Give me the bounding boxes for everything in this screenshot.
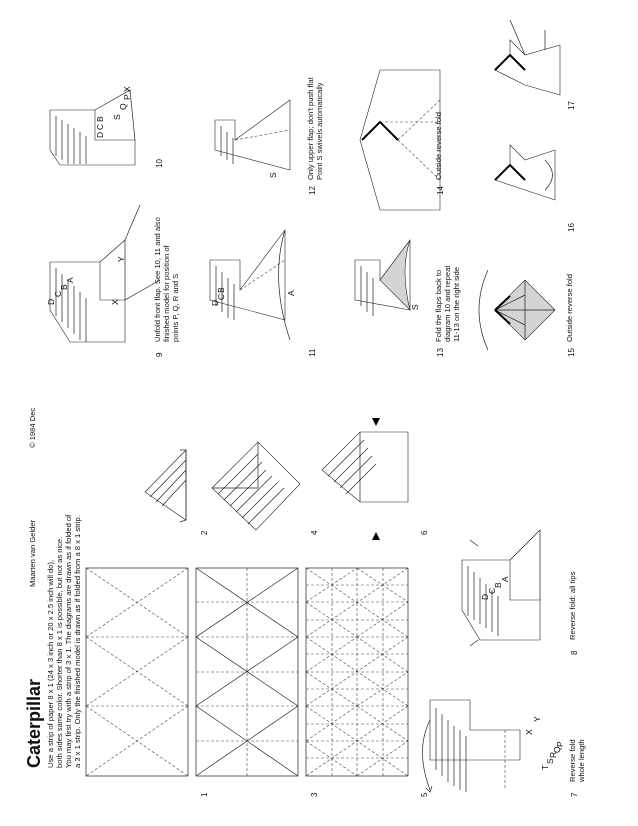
label-D-10: D	[95, 131, 105, 138]
label-S-13: S	[410, 304, 420, 310]
caption-9-line-3: points P, Q, R and S	[171, 273, 180, 342]
diagram-step-4	[211, 441, 301, 531]
caption-step-14: Outside reverse fold	[434, 112, 443, 180]
caption-13-line-1: Fold the flaps back to	[434, 269, 443, 342]
label-C-9: C	[53, 290, 63, 297]
step-number-14: 14	[436, 186, 445, 195]
label-C: C	[487, 587, 497, 594]
caption-step-12: Only upper flap; don't push flat Point S…	[306, 77, 324, 180]
crease-strip-2	[195, 567, 299, 777]
caption-step-7: Reverse fold whole length	[568, 739, 586, 782]
label-B-10: B	[95, 116, 105, 122]
label-T: T	[540, 764, 550, 770]
diagram-step-14	[359, 69, 441, 211]
label-P: P	[555, 741, 565, 747]
diagram-step-15	[478, 269, 556, 351]
step-number-13: 13	[436, 348, 445, 357]
label-B-11: B	[216, 287, 226, 293]
label-A: A	[500, 576, 510, 582]
caption-step-9: Unfold front flap. See 10, 11 and also f…	[153, 217, 180, 342]
label-D-11: D	[210, 299, 220, 306]
diagram-step-7	[422, 699, 521, 793]
label-X-9: X	[110, 299, 120, 305]
label-D: D	[480, 593, 490, 600]
step-number-11: 11	[308, 348, 317, 357]
diagram-step-11	[209, 229, 291, 341]
step-number-7: 7	[570, 792, 579, 797]
caption-13-line-2: diagram 10 and repeat	[443, 265, 452, 342]
label-Q: Q	[552, 746, 562, 753]
diagram-step-9	[49, 204, 161, 343]
step-number-17: 17	[567, 101, 576, 110]
caption-9-line-2: finished model for position of	[162, 245, 171, 342]
label-Y-9: Y	[116, 256, 126, 262]
label-Q-10: Q	[118, 103, 128, 110]
diagram-step-16	[494, 144, 556, 201]
label-C-10: C	[95, 123, 105, 130]
label-A-9: A	[65, 277, 75, 283]
step-number-5: 5	[420, 792, 429, 797]
label-P-10: P	[122, 94, 132, 100]
label-S-12: S	[268, 172, 278, 178]
caption-9-line-1: Unfold front flap. See 10, 11 and also	[153, 217, 162, 342]
step-number-1: 1	[200, 792, 209, 797]
label-C-11: C	[216, 293, 226, 300]
caption-step-8: Reverse fold: all tips	[568, 571, 577, 640]
step-number-3: 3	[310, 792, 319, 797]
diagram-step-6	[321, 418, 409, 540]
step-number-9: 9	[155, 352, 164, 357]
crease-strip-3	[305, 567, 409, 777]
caption-7-line-2: whole length	[577, 739, 586, 782]
step-number-8: 8	[570, 650, 579, 655]
caption-step-13: Fold the flaps back to diagram 10 and re…	[434, 266, 461, 342]
label-Y: Y	[532, 716, 542, 722]
diagram-step-2	[144, 449, 187, 523]
step-number-10: 10	[155, 159, 164, 168]
label-X-10: X	[122, 86, 132, 92]
diagram-step-13	[354, 239, 411, 316]
crease-strip-1	[85, 567, 189, 777]
label-D-9: D	[46, 298, 56, 305]
label-S: S	[545, 758, 555, 764]
caption-12-line-1: Only upper flap; don't push flat	[306, 77, 315, 180]
diagram-step-12	[214, 99, 291, 171]
step-number-2: 2	[200, 530, 209, 535]
step-number-12: 12	[308, 186, 317, 195]
label-A-11: A	[286, 290, 296, 296]
caption-step-15: Outside reverse fold	[565, 274, 574, 342]
step-number-15: 15	[567, 348, 576, 357]
diagram-step-17	[494, 19, 561, 96]
step-number-4: 4	[310, 530, 319, 535]
diagram-step-8	[461, 529, 541, 647]
caption-7-line-1: Reverse fold	[568, 739, 577, 782]
label-X: X	[524, 729, 534, 735]
step-number-16: 16	[567, 223, 576, 232]
caption-12-line-2: Point S swivels automatically	[315, 82, 324, 181]
label-B-9: B	[59, 284, 69, 290]
step-number-6: 6	[420, 530, 429, 535]
label-B: B	[493, 582, 503, 588]
label-S-10: S	[112, 114, 122, 120]
caption-13-line-3: 11-13 on the right side	[452, 266, 461, 342]
diagram-step-10	[49, 89, 136, 166]
